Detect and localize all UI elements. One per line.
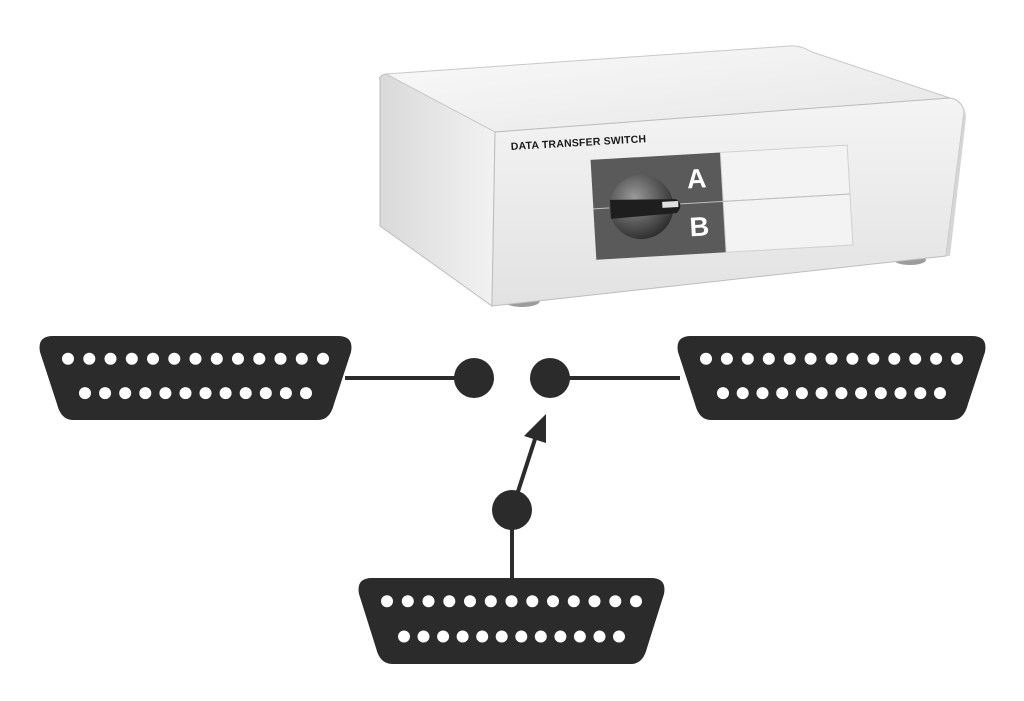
connector-pin [398, 630, 410, 643]
port-label-a: A [686, 163, 707, 194]
connector-pin [199, 387, 212, 400]
connector-pin [119, 387, 132, 400]
connector-pin [139, 387, 152, 400]
connector-pin [210, 352, 223, 365]
connector-pin [159, 387, 172, 400]
connector-pin [295, 352, 308, 365]
selector-knob[interactable] [608, 173, 683, 241]
connector-pin [573, 630, 586, 643]
connector-pin [259, 387, 272, 400]
connector-pin [783, 352, 796, 365]
connector-pin [762, 352, 775, 365]
connector-pin [835, 387, 848, 400]
connector-pin [83, 352, 96, 365]
connector-pin [179, 387, 192, 400]
connector-pin [855, 387, 868, 400]
connector-pin [720, 352, 733, 365]
connector-pin [554, 630, 567, 643]
connector-pin [874, 387, 887, 400]
connector-pin [484, 595, 497, 608]
connector-pin [867, 352, 880, 365]
connector-pin [279, 387, 292, 400]
connector-pin [422, 595, 435, 608]
connector-pin [717, 387, 729, 400]
port-window-a [719, 144, 851, 202]
connector-pin [776, 387, 789, 400]
connector-pin [464, 595, 476, 608]
connector-pin [700, 352, 712, 365]
connector-shell [677, 336, 986, 420]
connector-pin [567, 595, 580, 608]
connector-pin [317, 352, 329, 365]
connector-pin [168, 352, 181, 365]
connector-pin [232, 352, 244, 365]
connector-pin [300, 387, 312, 400]
device-right-edge [946, 98, 966, 256]
connector-pin [909, 352, 922, 365]
connector-pin [914, 387, 927, 400]
connector-pin [443, 595, 456, 608]
connector-pin [795, 387, 808, 400]
connector-pin [189, 352, 202, 365]
lever-arrowhead [524, 414, 546, 443]
connector-pin [401, 595, 414, 608]
connector-pin [736, 387, 749, 400]
connector-pin [505, 595, 518, 608]
connector-pin [99, 387, 112, 400]
connector-pin [437, 630, 450, 643]
contact-a [454, 358, 494, 398]
connector-pin [456, 630, 469, 643]
connector-pin [515, 630, 528, 643]
connector-pin [417, 630, 430, 643]
connector-pin [815, 387, 828, 400]
connector-shell [39, 336, 352, 420]
connector-pin [741, 352, 754, 365]
connector-shell [358, 578, 665, 664]
connector-pin [951, 352, 963, 365]
connector-pin [804, 352, 817, 365]
db25-connector-left [39, 336, 352, 420]
connector-pin [526, 595, 539, 608]
connector-pin [930, 352, 943, 365]
port-window-b [722, 193, 854, 253]
common-contact [492, 490, 532, 530]
connector-pin [547, 595, 559, 608]
connector-pin [630, 595, 642, 608]
connector-pin [934, 387, 946, 400]
connector-pin [534, 630, 547, 643]
data-transfer-switch-device: DATA TRANSFER SWITCH A B [379, 45, 966, 307]
connector-pin [495, 630, 508, 643]
port-label-b: B [689, 211, 710, 242]
connector-pin [609, 595, 622, 608]
connector-pin [219, 387, 232, 400]
switch-wiring [345, 358, 680, 578]
connector-pin [62, 352, 74, 365]
connector-pin [274, 352, 287, 365]
connector-pin [588, 595, 601, 608]
connector-pin [894, 387, 907, 400]
connector-pin [104, 352, 117, 365]
connector-pin [125, 352, 138, 365]
connector-pin [888, 352, 901, 365]
connector-pin [846, 352, 859, 365]
connector-pin [239, 387, 252, 400]
contact-b [530, 358, 570, 398]
connector-pin [253, 352, 266, 365]
device-top-face [384, 45, 951, 133]
connector-pin [381, 595, 393, 608]
connector-pin [147, 352, 159, 365]
connector-pin [613, 630, 625, 643]
connector-pin [756, 387, 769, 400]
connector-pin [476, 630, 489, 643]
connector-pin [593, 630, 606, 643]
db25-connector-right [677, 336, 986, 420]
db25-connector-bottom [358, 578, 665, 664]
connector-pin [79, 387, 91, 400]
connector-pin [825, 352, 838, 365]
